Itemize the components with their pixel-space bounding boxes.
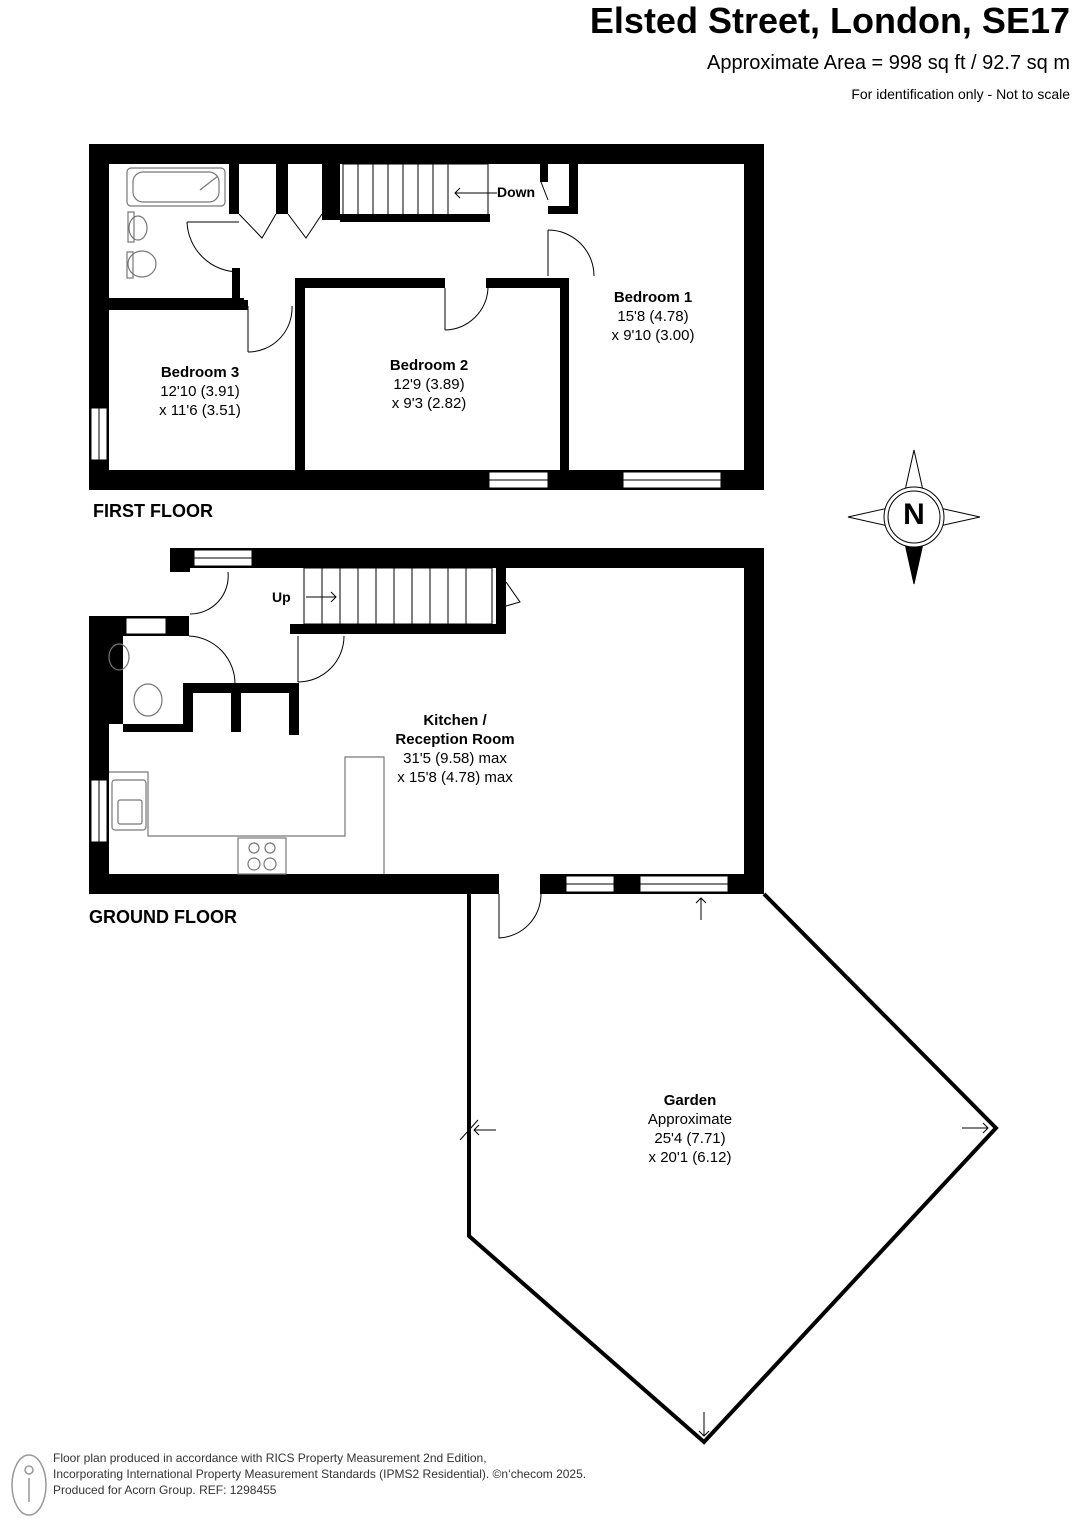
room-name: Bedroom 2 [389, 357, 469, 374]
room-dimension: x 9'10 (3.00) [611, 327, 695, 344]
footer-line: Produced for Acorn Group. REF: 1298455 [53, 1483, 277, 1497]
room-dimension: 12'10 (3.91) [160, 383, 240, 400]
first-floor-top-wall [89, 144, 764, 164]
footer-line: Incorporating International Property Mea… [53, 1467, 587, 1481]
room-label-bedroom-3: Bedroom 3 12'10 (3.91) x 11'6 (3.51) [159, 363, 241, 420]
compass-north-label: N [903, 498, 925, 531]
room-dimension: x 15'8 (4.78) max [397, 769, 513, 786]
stairs-up-label: Up [272, 589, 291, 605]
garden-name: Garden [663, 1092, 717, 1109]
first-floor-left-wall [89, 144, 109, 490]
footer-line: Floor plan produced in accordance with R… [53, 1451, 487, 1465]
first-floor-plan [89, 144, 764, 490]
compass-rose [847, 449, 981, 585]
scale-note: For identification only - Not to scale [851, 86, 1070, 102]
room-name: Kitchen / [423, 712, 487, 729]
window [125, 617, 167, 635]
garden-plan [459, 892, 999, 1445]
stairs-down-label: Down [497, 184, 536, 200]
room-dimension: x 9'3 (2.82) [391, 395, 467, 412]
ground-floor-label: GROUND FLOOR [89, 907, 237, 927]
approximate-area: Approximate Area = 998 sq ft / 92.7 sq m [707, 52, 1070, 74]
info-person-icon [11, 1454, 47, 1516]
room-label-bedroom-1: Bedroom 1 15'8 (4.78) x 9'10 (3.00) [612, 288, 695, 345]
ground-floor-plan [89, 548, 764, 939]
garden-dimension: x 20'1 (6.12) [648, 1149, 732, 1166]
room-dimension: 15'8 (4.78) [617, 308, 689, 325]
room-dimension: x 11'6 (3.51) [159, 402, 241, 419]
first-floor-label: FIRST FLOOR [93, 501, 213, 521]
garden-label: Garden Approximate 25'4 (7.71) x 20'1 (6… [648, 1091, 732, 1167]
first-floor-right-wall [744, 144, 764, 490]
garden-qualifier: Approximate [647, 1111, 733, 1128]
first-floor-bottom-wall [89, 470, 764, 490]
room-dimension: 12'9 (3.89) [393, 376, 465, 393]
room-name: Bedroom 1 [613, 289, 693, 306]
garden-dimension: 25'4 (7.71) [654, 1130, 726, 1147]
room-name: Bedroom 3 [160, 364, 240, 381]
room-label-kitchen-reception: Kitchen / Reception Room 31'5 (9.58) max… [395, 711, 514, 787]
footer-notes: Floor plan produced in accordance with R… [53, 1450, 586, 1498]
page-title: Elsted Street, London, SE17 [589, 0, 1070, 41]
room-name-line-2: Reception Room [395, 731, 515, 748]
room-dimension: 31'5 (9.58) max [403, 750, 507, 767]
room-label-bedroom-2: Bedroom 2 12'9 (3.89) x 9'3 (2.82) [390, 356, 468, 413]
